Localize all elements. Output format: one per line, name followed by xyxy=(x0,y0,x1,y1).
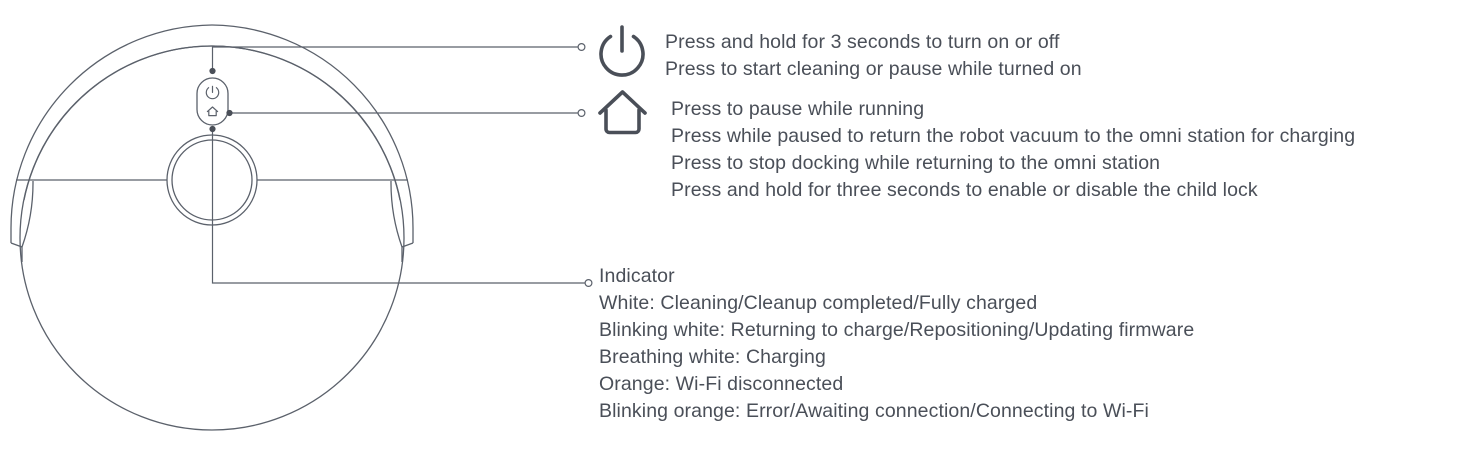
leader-line-home xyxy=(226,108,586,117)
callout-text-indicator: Indicator White: Cleaning/Cleanup comple… xyxy=(599,263,1194,425)
callout-indicator-title: Indicator xyxy=(599,265,675,287)
callout-power-line-2: Press to start cleaning or pause while t… xyxy=(665,58,1082,80)
robot-vacuum-illustration xyxy=(10,24,414,431)
bumper-ring-left-arc xyxy=(10,24,213,243)
button-panel-capsule[interactable] xyxy=(196,77,229,126)
callout-text-power: Press and hold for 3 seconds to turn on … xyxy=(665,29,1082,83)
bumper-ring-left-arc-lower xyxy=(21,180,34,262)
callout-home-line-3: Press to stop docking while returning to… xyxy=(671,152,1161,174)
callout-indicator-line-blinking-orange: Blinking orange: Error/Awaiting connecti… xyxy=(599,400,1149,422)
callout-home-line-1: Press to pause while running xyxy=(671,98,925,120)
callout-indicator-line-blinking-white: Blinking white: Returning to charge/Repo… xyxy=(599,319,1195,341)
callout-indicator-line-breathing-white: Breathing white: Charging xyxy=(599,346,826,368)
callout-indicator-line-orange: Orange: Wi-Fi disconnected xyxy=(599,373,844,395)
leader-anchor-dot-home xyxy=(226,109,233,117)
callout-indicator-line-white: White: Cleaning/Cleanup completed/Fully … xyxy=(599,292,1038,314)
callout-home-line-4: Press and hold for three seconds to enab… xyxy=(671,179,1258,201)
leader-end-circle-home xyxy=(577,108,586,117)
callout-text-home: Press to pause while running Press while… xyxy=(671,96,1355,204)
leader-end-circle-power xyxy=(577,42,586,51)
power-icon[interactable] xyxy=(205,85,220,100)
leader-line-indicator xyxy=(209,125,593,288)
bumper-ring-right-arc xyxy=(211,24,414,243)
callout-home-line-2: Press while paused to return the robot v… xyxy=(671,125,1356,147)
legend-home-icon xyxy=(598,90,647,135)
legend-power-icon xyxy=(599,25,645,77)
leader-end-circle-indicator xyxy=(584,279,593,288)
bumper-ring-right-arc-lower xyxy=(390,180,403,262)
home-icon[interactable] xyxy=(206,106,219,117)
leader-anchor-dot-power xyxy=(209,67,216,75)
leader-line-power xyxy=(209,42,586,75)
bumper-inner-arc xyxy=(23,45,401,201)
callout-power-line-1: Press and hold for 3 seconds to turn on … xyxy=(665,31,1060,53)
leader-anchor-dot-indicator xyxy=(209,125,216,133)
